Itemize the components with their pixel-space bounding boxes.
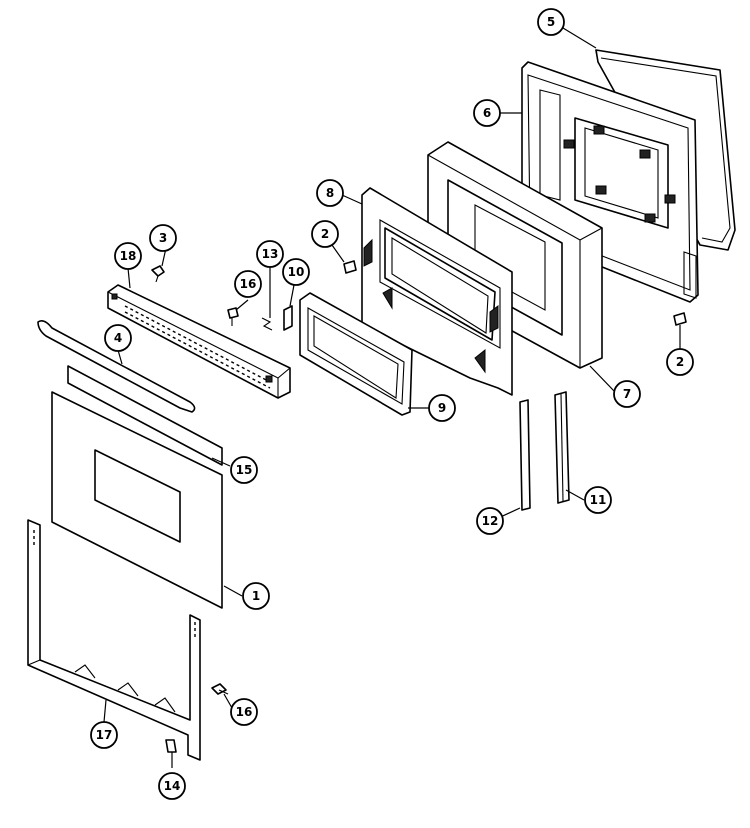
callout-5: 5 [537,8,565,36]
callout-15: 15 [230,456,258,484]
callout-7: 7 [613,380,641,408]
part-16-screw-b [211,683,229,695]
svg-text:9: 9 [438,401,446,415]
svg-text:7: 7 [623,387,631,401]
part-9-inner-glass [299,292,413,416]
part-2-clip-b [673,312,687,326]
part-7-insulation-box [427,141,603,369]
part-18-vent-panel [107,284,291,399]
part-4-handle-trim [37,320,196,413]
part-3-screw [151,265,165,283]
callout-16a: 16 [234,270,262,298]
svg-text:5: 5 [547,15,555,29]
part-17-door-frame [27,519,201,761]
svg-text:13: 13 [262,247,279,261]
callout-1: 1 [242,582,270,610]
svg-text:14: 14 [164,779,181,793]
svg-text:2: 2 [321,227,329,241]
svg-text:2: 2 [676,355,684,369]
svg-text:17: 17 [96,728,113,742]
callout-11: 11 [584,486,612,514]
svg-text:10: 10 [288,265,305,279]
callout-14: 14 [158,772,186,800]
callout-18: 18 [114,242,142,270]
callout-2b: 2 [666,348,694,376]
callout-2a: 2 [311,220,339,248]
callout-13: 13 [256,240,284,268]
svg-text:3: 3 [159,231,167,245]
callout-3: 3 [149,224,177,252]
svg-text:11: 11 [590,493,607,507]
svg-text:6: 6 [483,106,491,120]
svg-text:8: 8 [326,186,334,200]
svg-text:15: 15 [236,463,253,477]
callout-4: 4 [104,324,132,352]
callout-6: 6 [473,99,501,127]
part-10-bracket [283,305,293,331]
svg-text:16: 16 [236,705,253,719]
svg-text:18: 18 [120,249,137,263]
callout-10: 10 [282,258,310,286]
part-15-top-strip [67,365,223,466]
callout-12: 12 [476,507,504,535]
callout-9: 9 [428,394,456,422]
part-16-screw-a [227,307,239,326]
part-13-spring [261,317,273,331]
svg-text:1: 1 [252,589,260,603]
svg-text:4: 4 [114,331,122,345]
part-14-bumper [165,739,177,753]
callout-8: 8 [316,179,344,207]
leader-lines [103,27,681,768]
part-11-side-strip [554,391,570,504]
svg-text:12: 12 [482,514,499,528]
part-12-side-strip [519,399,531,511]
part-1-outer-panel [51,391,223,609]
callout-16b: 16 [230,698,258,726]
part-2-clip [343,260,357,274]
svg-text:16: 16 [240,277,257,291]
callout-17: 17 [90,721,118,749]
